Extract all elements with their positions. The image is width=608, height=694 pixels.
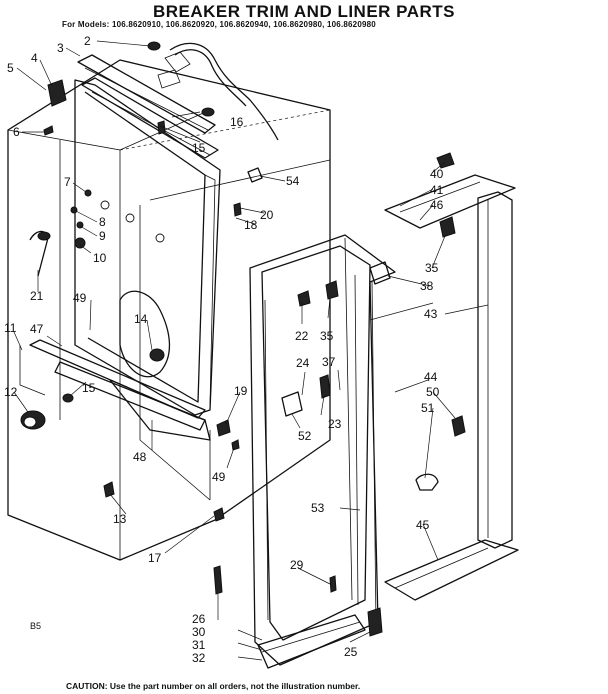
callout-43: 43	[424, 307, 438, 321]
callout-8: 8	[99, 215, 106, 229]
callout-25: 25	[344, 645, 358, 659]
callout-32: 32	[192, 651, 206, 665]
callout-49-lower: 49	[212, 470, 226, 484]
diagram-title: BREAKER TRIM AND LINER PARTS	[152, 2, 456, 21]
wiring-harness	[157, 42, 279, 141]
callout-49-upper: 49	[73, 291, 87, 305]
figure-code: B5	[30, 621, 42, 631]
callout-51: 51	[421, 401, 435, 415]
callout-52: 52	[298, 429, 312, 443]
callout-21: 21	[30, 289, 44, 303]
callout-22: 22	[295, 329, 309, 343]
callout-54: 54	[286, 174, 300, 188]
callout-16: 16	[230, 115, 244, 129]
callout-46: 46	[430, 198, 444, 212]
center-liner-trim	[213, 234, 396, 669]
callout-24: 24	[296, 356, 310, 370]
callout-37: 37	[322, 355, 336, 369]
callout-23: 23	[328, 417, 342, 431]
caution-note: CAUTION: Use the part number on all orde…	[66, 681, 361, 691]
callout-20: 20	[260, 208, 274, 222]
callout-13: 13	[113, 512, 127, 526]
callout-4: 4	[31, 51, 38, 65]
callout-19: 19	[234, 384, 248, 398]
callout-9: 9	[99, 229, 106, 243]
models-line: For Models: 106.8620910, 106.8620920, 10…	[62, 20, 376, 29]
callout-7: 7	[64, 175, 71, 189]
callout-48: 48	[133, 450, 147, 464]
callout-5: 5	[7, 61, 14, 75]
leader-lines	[13, 40, 489, 661]
callout-31: 31	[192, 638, 206, 652]
callout-12: 12	[4, 385, 18, 399]
callout-26: 26	[192, 612, 206, 626]
callout-38: 38	[420, 279, 434, 293]
callout-45: 45	[416, 518, 430, 532]
lower-trim	[19, 339, 240, 522]
callout-labels: 2 3 4 5 6 7 8 9 10 11 12 13 14 15 15 16 …	[4, 34, 444, 665]
callout-3: 3	[57, 41, 64, 55]
breaker-trim-frame	[74, 79, 331, 501]
callout-30: 30	[192, 625, 206, 639]
callout-15-bottom: 15	[82, 381, 96, 395]
callout-47: 47	[30, 322, 44, 336]
callout-29: 29	[290, 558, 304, 572]
callout-6: 6	[13, 125, 20, 139]
heater-assembly	[119, 290, 171, 378]
right-liner-parts	[384, 152, 519, 601]
callout-18: 18	[244, 218, 258, 232]
callout-40: 40	[430, 167, 444, 181]
callout-41: 41	[430, 183, 444, 197]
callout-35-center: 35	[320, 329, 334, 343]
callout-15-top: 15	[192, 141, 206, 155]
callout-2: 2	[84, 34, 91, 48]
callout-17: 17	[148, 551, 162, 565]
callout-53: 53	[311, 501, 325, 515]
callout-35-right: 35	[425, 261, 439, 275]
callout-10: 10	[93, 251, 107, 265]
callout-11: 11	[4, 321, 17, 335]
callout-50: 50	[426, 385, 440, 399]
small-parts-left	[29, 41, 263, 277]
top-breaker-strip	[77, 54, 219, 159]
callout-14: 14	[134, 312, 148, 326]
callout-44: 44	[424, 370, 438, 384]
